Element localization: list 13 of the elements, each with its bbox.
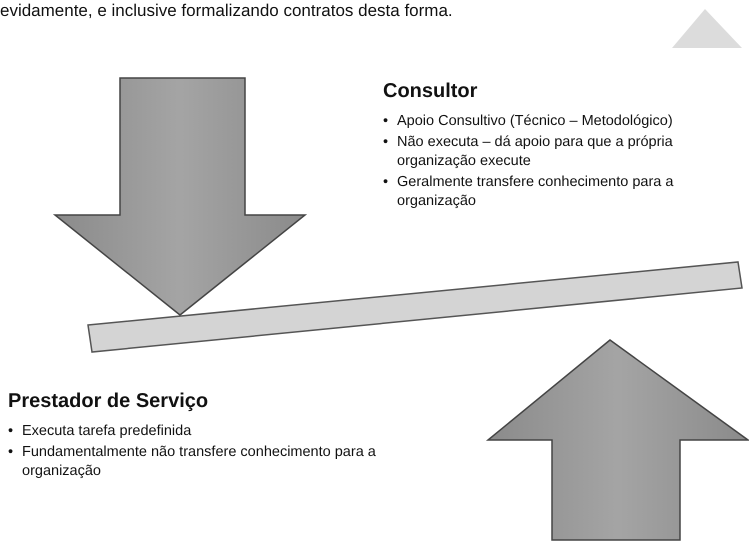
bullet-text: Executa tarefa predefinida [22,422,192,441]
bullet-marker: • [8,422,14,441]
bullet-marker: • [383,173,390,192]
section-heading: Prestador de Serviço [8,389,210,414]
bullet-marker: • [383,112,390,131]
bullet-marker: • [383,133,390,152]
bullet-marker: • [8,443,14,462]
bullet-text: Fundamentalmente não transfere conhecimento para a organização [22,443,377,481]
intro-text: evidamente, e inclusive formalizando contratos desta forma. [0,0,453,22]
bullet-text: Não executa – dá apoio para que a própria organização execute [397,133,674,171]
section-heading: Consultor [383,79,478,104]
bullet-text: Apoio Consultivo (Técnico – Metodológico) [397,112,673,131]
bullet-text: Geralmente transfere conhecimento para a organização [397,173,674,211]
